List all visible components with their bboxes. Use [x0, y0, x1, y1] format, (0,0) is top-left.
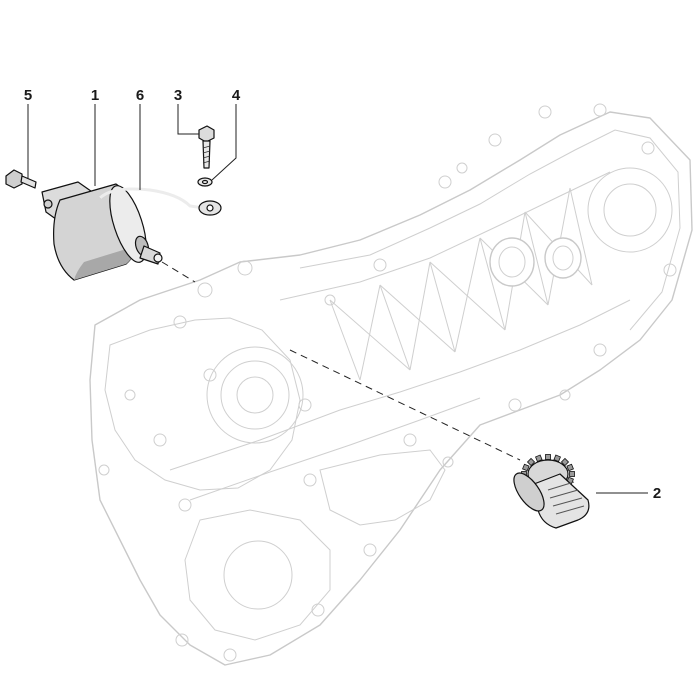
- screw: [198, 125, 215, 169]
- drive-gear: [513, 454, 590, 529]
- callout-5: 5: [24, 87, 32, 104]
- leader-line-3: [177, 104, 199, 135]
- callout-3: 3: [174, 87, 182, 104]
- callout-1: 1: [91, 87, 99, 104]
- callout-6: 6: [136, 87, 144, 104]
- gear-tooth: [560, 457, 570, 467]
- starter-axis-line: [161, 261, 196, 283]
- mounting-bolt: [5, 169, 37, 189]
- callout-4: 4: [232, 87, 241, 104]
- gear-tooth: [526, 457, 536, 467]
- ground-cable: [98, 187, 222, 216]
- callout-2: 2: [653, 485, 661, 502]
- assembly-lines: [161, 261, 521, 461]
- crankcase-housing: [89, 103, 693, 666]
- washer: [197, 177, 213, 187]
- gear-tooth: [522, 463, 530, 472]
- gear-axis-line: [289, 349, 521, 461]
- gear-tooth: [569, 471, 575, 477]
- gear-tooth: [566, 463, 574, 472]
- leader-line-4: [211, 104, 237, 181]
- gear-tooth: [545, 454, 551, 460]
- callouts: 5 1 6 3 4 2: [24, 87, 661, 502]
- starter-motor: [41, 181, 163, 281]
